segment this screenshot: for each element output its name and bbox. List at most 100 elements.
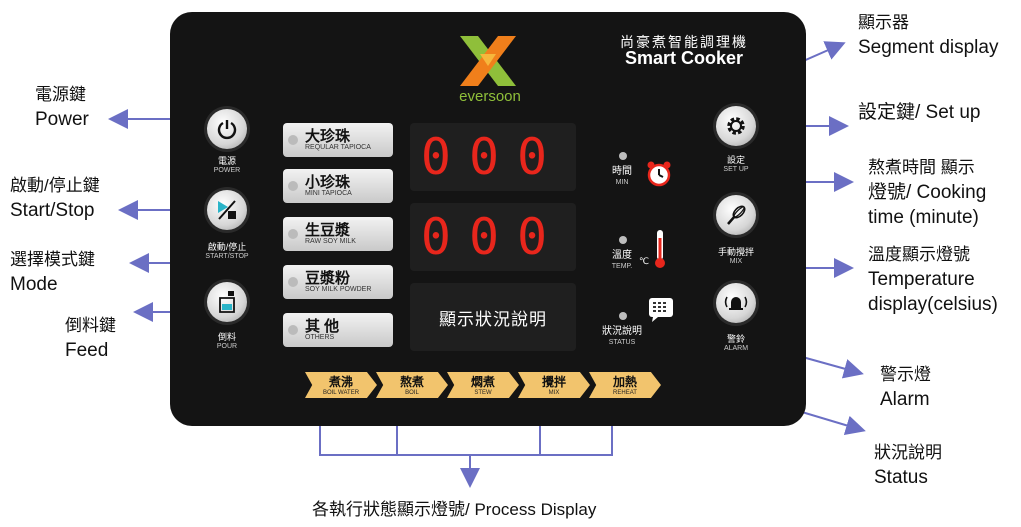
gear-icon — [727, 117, 745, 135]
mode-button-raw-soy-milk[interactable]: 生豆漿 RAW SOY MILK — [283, 217, 393, 251]
mix-caption-en: MIX — [729, 258, 743, 265]
power-caption-en: POWER — [213, 167, 241, 174]
temp-indicator-led — [619, 236, 627, 244]
status-indicator-led — [619, 312, 627, 320]
mode-button-regular-tapioca[interactable]: 大珍珠 REQULAR TAPIOCA — [283, 123, 393, 157]
process-step-boil-water: 煮沸 BOIL WATER — [305, 372, 377, 398]
segment-display-temperature: 000 — [410, 203, 576, 271]
status-indicator-en: STATUS — [608, 339, 636, 346]
segment-annotation-en: Segment display — [858, 37, 999, 58]
mode-label-en: REQULAR TAPIOCA — [305, 144, 371, 151]
brand-name: eversoon — [459, 88, 521, 105]
time-indicator-label: 時間 MIN — [592, 166, 652, 188]
process-step-reheat: 加熱 REHEAT — [589, 372, 661, 398]
process-step-stew: 燜煮 STEW — [447, 372, 519, 398]
temp-indicator-zh: 溫度 — [612, 250, 632, 261]
process-label-en: STEW — [474, 390, 492, 396]
mode-indicator-led — [288, 325, 298, 335]
mode-button-soy-milk-powder[interactable]: 豆漿粉 SOY MILK POWDER — [283, 265, 393, 299]
mode-annotation-en: Mode — [10, 274, 58, 295]
mode-button-others[interactable]: 其 他 OTHERS — [283, 313, 393, 347]
mode-button-mini-tapioca[interactable]: 小珍珠 MINI TAPIOCA — [283, 169, 393, 203]
setup-caption-en: SET UP — [723, 166, 749, 173]
feed-annotation: 倒料鍵 Feed — [65, 313, 116, 363]
pour-button[interactable] — [207, 282, 247, 322]
process-label-en: MIX — [548, 390, 560, 396]
pour-caption-en: POUR — [216, 343, 238, 350]
power-annotation-en: Power — [35, 109, 89, 130]
alarm-annotation-zh: 警示燈 — [880, 365, 931, 384]
status-annotation-zh: 狀況說明 — [874, 443, 942, 462]
power-caption: 電源 POWER — [187, 156, 267, 176]
power-annotation-zh: 電源鍵 — [35, 85, 86, 104]
alarm-caption: 警鈴 ALARM — [696, 334, 776, 354]
start-stop-caption-en: START/STOP — [205, 253, 249, 260]
mode-label-zh: 豆漿粉 — [305, 270, 351, 287]
pour-caption: 倒料 POUR — [187, 332, 267, 352]
power-button[interactable] — [207, 109, 247, 149]
setup-button[interactable] — [716, 106, 756, 146]
alarm-caption-en: ALARM — [723, 345, 749, 352]
mode-label-en: RAW SOY MILK — [305, 238, 356, 245]
process-label-zh: 熬煮 — [399, 375, 424, 389]
alarm-button[interactable] — [716, 283, 756, 323]
power-icon — [217, 120, 237, 140]
power-caption-zh: 電源 — [217, 156, 236, 166]
mode-indicator-led — [288, 181, 298, 191]
mode-annotation-zh: 選擇模式鍵 — [10, 250, 95, 269]
process-label-en: BOIL WATER — [322, 390, 360, 396]
cooking-time-line2: 燈號/ Cooking — [868, 182, 987, 203]
temperature-line3: display(celsius) — [868, 294, 998, 315]
celsius-unit: ℃ — [639, 256, 650, 266]
alarm-annotation: 警示燈 Alarm — [880, 362, 931, 412]
temperature-annotation: 溫度顯示燈號 Temperature display(celsius) — [868, 242, 998, 317]
power-annotation: 電源鍵 Power — [35, 82, 89, 132]
thermometer-icon — [655, 230, 665, 268]
temperature-line1: 溫度顯示燈號 — [868, 245, 970, 264]
time-indicator-zh: 時間 — [612, 166, 632, 177]
time-indicator-led — [619, 152, 627, 160]
process-annotation: 各執行狀態顯示燈號/ Process Display — [312, 500, 597, 519]
setup-caption-zh: 設定 — [726, 155, 745, 165]
process-label-zh: 煮沸 — [328, 375, 353, 389]
segment-digits-temperature: 000 — [420, 208, 566, 266]
status-annotation-en: Status — [874, 467, 928, 488]
process-label-en: BOIL — [405, 390, 419, 396]
status-annotation: 狀況說明 Status — [874, 440, 942, 490]
temp-indicator-label: 溫度 TEMP. — [592, 250, 652, 272]
product-title-zh: 尚豪煮智能調理機 — [620, 34, 748, 50]
segment-annotation-zh: 顯示器 — [858, 13, 909, 32]
mode-label-zh: 其 他 — [305, 318, 340, 335]
temp-indicator-en: TEMP. — [611, 263, 633, 270]
mode-label-zh: 小珍珠 — [305, 174, 351, 191]
product-title-en: Smart Cooker — [625, 48, 744, 68]
mix-button[interactable] — [716, 195, 756, 235]
mode-annotation: 選擇模式鍵 Mode — [10, 247, 95, 297]
brand-logo-icon — [460, 36, 516, 86]
start-stop-annotation-zh: 啟動/停止鍵 — [10, 176, 100, 195]
process-label-zh: 加熱 — [612, 375, 637, 389]
segment-display-time: 000 — [410, 123, 576, 191]
segment-annotation: 顯示器 Segment display — [858, 10, 998, 60]
temperature-line2: Temperature — [868, 269, 975, 290]
feed-annotation-en: Feed — [65, 340, 109, 361]
play-stop-icon — [218, 200, 236, 220]
alarm-annotation-en: Alarm — [880, 389, 930, 410]
pour-caption-zh: 倒料 — [217, 332, 236, 342]
process-step-boil: 熬煮 BOIL — [376, 372, 448, 398]
setup-annotation: 設定鍵/ Set up — [858, 102, 981, 123]
mode-label-en: SOY MILK POWDER — [305, 286, 372, 293]
process-step-mix: 攪拌 MIX — [518, 372, 590, 398]
start-stop-button[interactable] — [207, 190, 247, 230]
process-label-zh: 燜煮 — [470, 375, 495, 389]
bell-icon — [724, 296, 748, 310]
start-stop-caption: 啟動/停止 START/STOP — [187, 242, 267, 262]
time-indicator-en: MIN — [615, 179, 629, 186]
cooking-time-annotation: 熬煮時間 顯示 燈號/ Cooking time (minute) — [868, 155, 986, 230]
start-stop-caption-zh: 啟動/停止 — [207, 242, 247, 252]
cooking-time-line1: 熬煮時間 顯示 — [868, 158, 975, 177]
mix-caption: 手動攪拌 MIX — [696, 247, 776, 267]
keypad-icon — [649, 298, 673, 322]
mode-indicator-led — [288, 229, 298, 239]
mode-label-zh: 大珍珠 — [305, 128, 351, 145]
